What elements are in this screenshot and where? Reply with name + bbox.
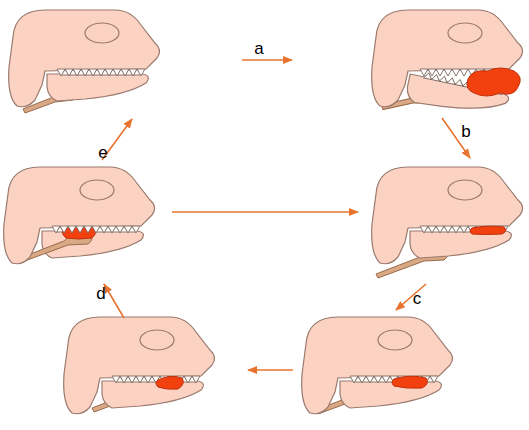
food [467, 68, 520, 96]
cycle-arrow [396, 284, 426, 310]
cranium [372, 10, 523, 107]
skull [4, 167, 155, 264]
food [156, 376, 183, 389]
skull [9, 10, 160, 113]
cycle-arrow [442, 118, 470, 158]
food [470, 226, 506, 234]
cycle-arrow [172, 211, 358, 213]
cranium [372, 167, 523, 264]
skull [64, 317, 215, 414]
skull [302, 317, 453, 414]
step-letter: e [98, 144, 107, 161]
step-letter: d [96, 285, 105, 302]
cycle-arrow [104, 284, 124, 318]
cranium [64, 317, 215, 414]
cranium [9, 10, 160, 107]
skull [372, 10, 523, 122]
food [392, 376, 427, 388]
cycle-arrow [248, 369, 293, 371]
skull [372, 167, 523, 278]
cranium [4, 167, 155, 264]
cranium [302, 317, 453, 414]
step-letter: b [461, 123, 470, 140]
step-letter: c [413, 290, 422, 307]
cycle-arrow [242, 59, 292, 61]
step-letter: a [254, 40, 263, 57]
